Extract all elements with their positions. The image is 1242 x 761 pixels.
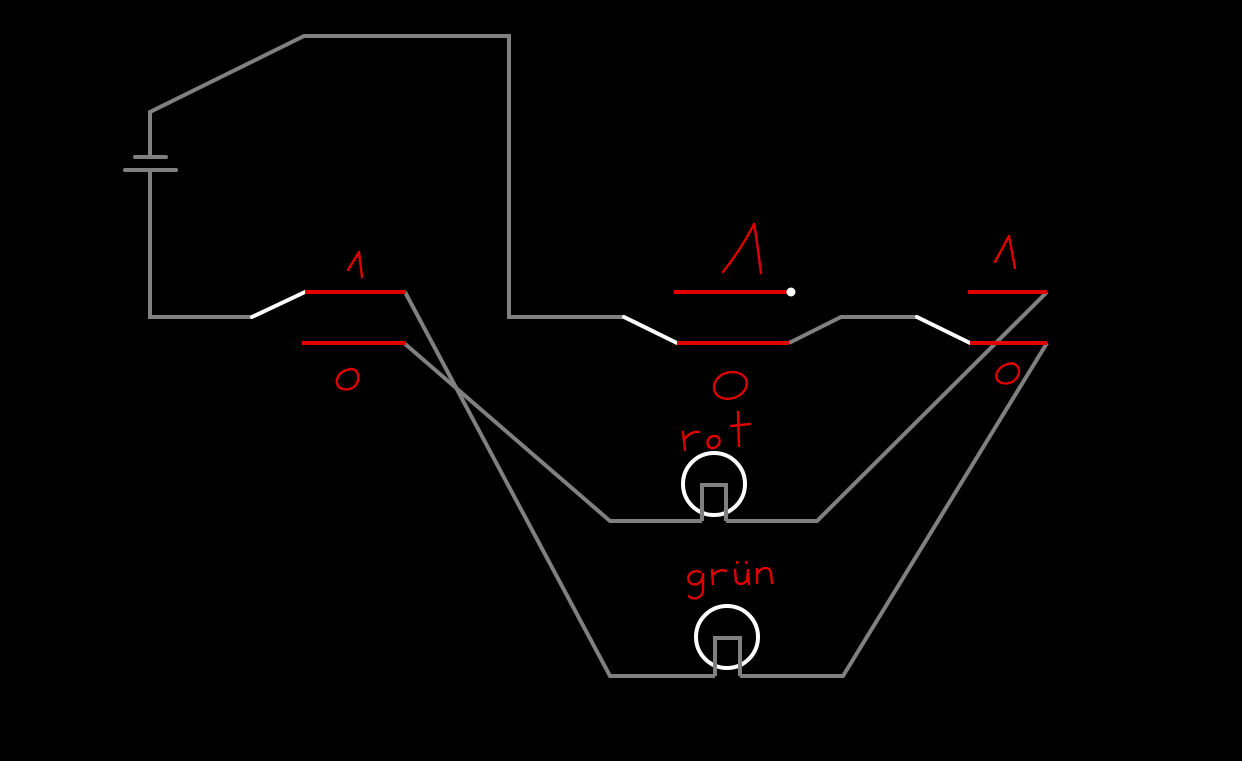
lamp-green-label-umlaut-2 <box>744 560 748 565</box>
switch-1-label-1 <box>346 250 364 279</box>
switch-1[interactable] <box>250 250 406 391</box>
lamp-green-label-g <box>687 570 705 600</box>
wires <box>148 34 1049 678</box>
switch-3[interactable] <box>915 234 1047 385</box>
lamp-red-label-t <box>729 410 752 448</box>
switch-1-label-0 <box>335 367 360 391</box>
wire-switch-2-to-switch-3 <box>788 315 917 345</box>
wire-switch-1-0-to-red-lamp <box>402 341 702 523</box>
lamp-green-label-u <box>733 568 751 586</box>
lightbulb-icon <box>681 451 747 521</box>
switch-2-contact-end-dot <box>786 287 796 297</box>
lamp-green-label-n <box>755 566 774 585</box>
lamp-green-label-r <box>710 568 728 586</box>
switch-3-lever[interactable] <box>915 315 972 345</box>
wire-green-lamp-to-switch-3-0 <box>740 341 1049 678</box>
lamp-red-bulb <box>681 451 747 517</box>
lamp-red-label-o <box>706 434 721 450</box>
lamp-red-filament <box>700 483 728 521</box>
lamp-green-label <box>687 560 774 600</box>
lamp-red-label <box>681 410 752 452</box>
switch-2-lever[interactable] <box>622 315 679 345</box>
lightbulb-icon <box>694 604 760 676</box>
wire-battery-bottom-to-switch-1 <box>148 171 252 319</box>
lamp-green-label-umlaut-1 <box>735 560 739 565</box>
switch-2-label-0 <box>712 370 748 400</box>
battery-icon <box>123 155 178 172</box>
lamp-red-label-r <box>681 430 701 452</box>
switch-3-label-1 <box>993 234 1017 270</box>
lamp-green-filament <box>713 636 742 676</box>
wire-red-lamp-to-switch-3-1 <box>726 290 1049 523</box>
switch-1-lever[interactable] <box>250 290 307 319</box>
wire-battery-top-to-switch-2 <box>148 34 624 319</box>
lamp-green-bulb <box>694 604 760 670</box>
switch-2-label-1 <box>721 222 763 275</box>
wire-switch-1-1-to-green-lamp <box>403 291 715 678</box>
switch-2[interactable] <box>622 222 796 400</box>
switch-3-label-0 <box>995 362 1021 385</box>
